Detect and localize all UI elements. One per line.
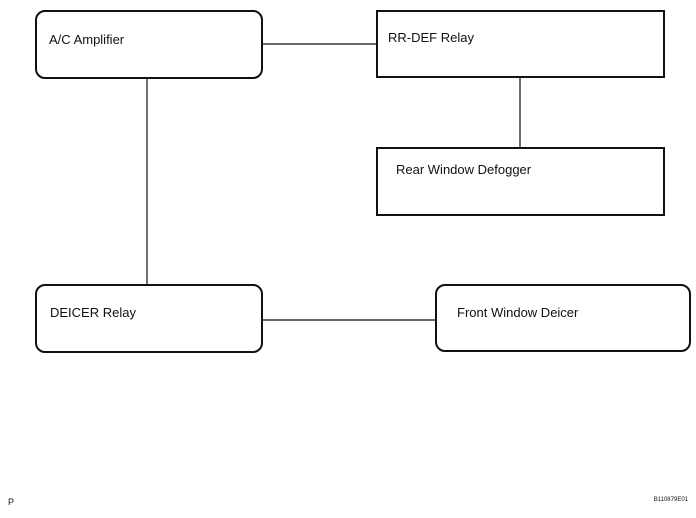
figure-code: B110879E01 (653, 497, 688, 503)
rr-def-relay-label: RR-DEF Relay (388, 30, 474, 45)
deicer-relay-box: DEICER Relay (35, 284, 263, 353)
front-window-deicer-box: Front Window Deicer (435, 284, 691, 352)
front-window-deicer-label: Front Window Deicer (457, 305, 579, 320)
rear-window-defogger-label: Rear Window Defogger (396, 162, 532, 177)
ac-amplifier-label: A/C Amplifier (49, 32, 125, 47)
rr-def-relay-box: RR-DEF Relay (376, 10, 665, 78)
corner-mark: P (8, 497, 15, 507)
ac-amplifier-box: A/C Amplifier (35, 10, 263, 79)
deicer-relay-label: DEICER Relay (50, 305, 136, 320)
rear-window-defogger-box: Rear Window Defogger (376, 147, 665, 216)
